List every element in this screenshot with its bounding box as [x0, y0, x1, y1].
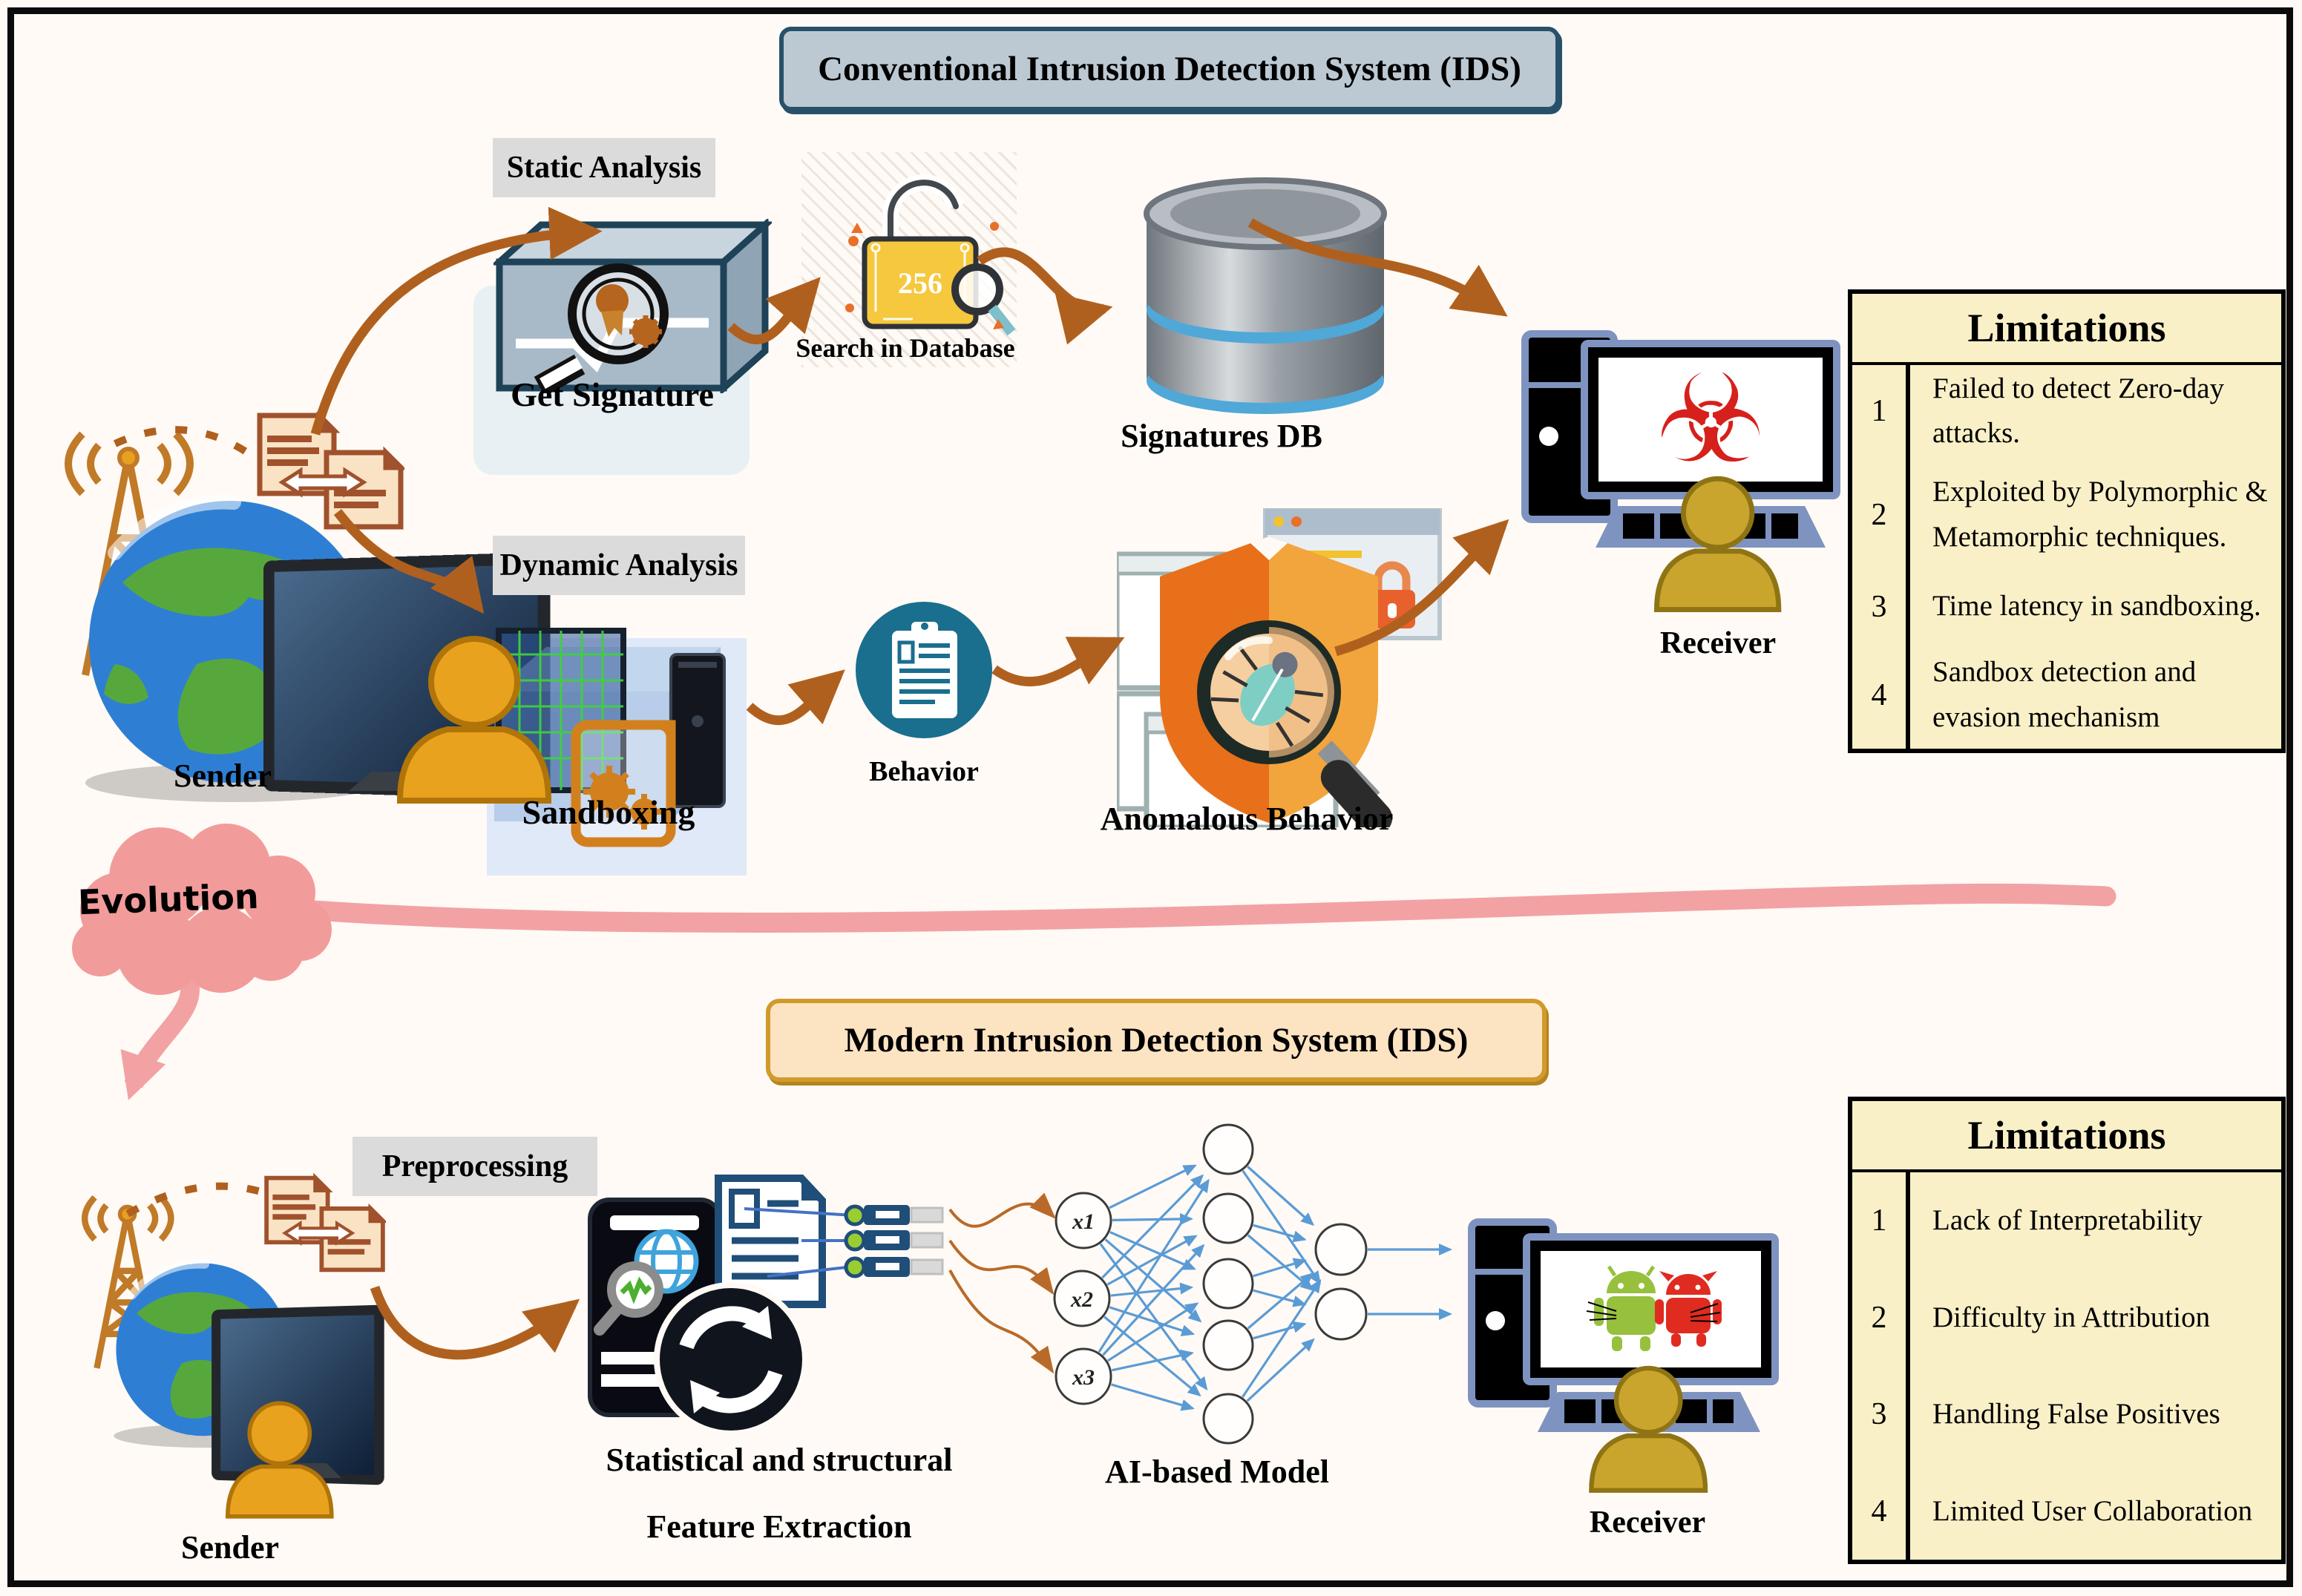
- search-in-database-label: Search in Database: [764, 332, 1046, 364]
- behavior-clipboard-icon: [856, 602, 992, 738]
- limitation-row-text: Limited User Collaboration: [1932, 1494, 2253, 1527]
- feature-extraction-text1: Statistical and structural: [606, 1442, 953, 1478]
- sender-bottom-text: Sender: [181, 1529, 279, 1566]
- limitations-conventional: Limitations 1 Failed to detect Zero-day …: [1848, 289, 2286, 753]
- dynamic-analysis-text: Dynamic Analysis: [499, 548, 738, 582]
- limitation-row-num: 1: [1852, 365, 1910, 458]
- modern-ids-title: Modern Intrusion Detection System (IDS): [766, 999, 1547, 1082]
- limitation-row-num: 3: [1852, 572, 1910, 642]
- feature-extraction-icon: [588, 1175, 944, 1436]
- limitation-row-text: Lack of Interpretability: [1932, 1204, 2203, 1237]
- ai-model-diagram: x1 x2 x3: [1053, 1123, 1452, 1445]
- feature-extraction-label-line2: Feature Extraction: [512, 1508, 1046, 1546]
- sender-top-text: Sender: [174, 758, 272, 794]
- feature-extraction-text2: Feature Extraction: [646, 1508, 912, 1545]
- sandbox-icon: [494, 628, 726, 847]
- receiver-top-text: Receiver: [1659, 626, 1777, 660]
- anomalous-behavior-shield-icon: [1117, 508, 1442, 827]
- ai-based-model-text: AI-based Model: [1105, 1454, 1329, 1490]
- signature-scan-box-icon: [493, 219, 772, 393]
- behavior-text: Behavior: [869, 756, 979, 787]
- sync-icon: [654, 1282, 808, 1436]
- limitations-top-title-text: Limitations: [1967, 306, 2166, 350]
- feature-extraction-label-line1: Statistical and structural: [512, 1441, 1046, 1479]
- get-signature-text: Get Signature: [511, 375, 714, 413]
- receiver-bottom-person-icon: [1589, 1365, 1708, 1493]
- limitation-row-num: 2: [1852, 457, 1910, 573]
- limitations-bottom-title: Limitations: [1852, 1101, 2281, 1172]
- limitation-row-text: Time latency in sandboxing.: [1932, 590, 2261, 623]
- database-icon: [1144, 177, 1387, 414]
- documents-icon-bottom: [264, 1172, 386, 1272]
- limitations-bottom-title-text: Limitations: [1967, 1113, 2166, 1157]
- limitation-row-text: Failed to detect Zero-day attacks.: [1932, 372, 2225, 450]
- receiver-top-label: Receiver: [1603, 625, 1833, 661]
- lock-256-text: 256: [898, 266, 942, 300]
- biohazard-icon: ☣: [1656, 358, 1765, 482]
- signatures-db-label: Signatures DB: [1066, 417, 1377, 455]
- modern-ids-title-text: Modern Intrusion Detection System (IDS): [844, 1021, 1469, 1060]
- limitation-row-text: Sandbox detection and evasion mechanism: [1932, 656, 2197, 733]
- server-rack-icon: [744, 1204, 944, 1278]
- sender-person-icon-bottom: [225, 1401, 334, 1519]
- evolution-label: Evolution: [77, 876, 259, 922]
- outer-border: [7, 7, 2293, 1587]
- limitation-row-num: 1: [1852, 1172, 1910, 1270]
- limitations-top-title: Limitations: [1852, 294, 2281, 365]
- nn-input-x2: x2: [1070, 1287, 1093, 1312]
- documents-icon: [257, 412, 404, 530]
- android-malware-icon: [1586, 1265, 1722, 1351]
- limitation-row-num: 4: [1852, 641, 1910, 749]
- receiver-bottom-monitor-icon: [1523, 1233, 1779, 1385]
- limitation-row-num: 4: [1852, 1462, 1910, 1560]
- get-signature-label: Get Signature: [475, 375, 750, 414]
- sender-person-icon: [396, 636, 552, 804]
- behavior-label: Behavior: [824, 755, 1024, 788]
- dynamic-analysis-label: Dynamic Analysis: [493, 536, 745, 595]
- anomalous-behavior-text: Anomalous Behavior: [1100, 801, 1394, 837]
- limitation-row-text: Difficulty in Attribution: [1932, 1301, 2211, 1333]
- anomalous-behavior-label: Anomalous Behavior: [1069, 800, 1425, 838]
- preprocessing-text: Preprocessing: [381, 1149, 568, 1183]
- limitations-modern: Limitations 1 Lack of Interpretability 2…: [1848, 1097, 2286, 1564]
- evolution-text: Evolution: [77, 876, 260, 923]
- lock-256-icon: 256: [845, 174, 1016, 336]
- receiver-bottom-text: Receiver: [1589, 1505, 1706, 1540]
- receiver-top-monitor-icon: ☣: [1581, 340, 1840, 499]
- preprocessing-label: Preprocessing: [352, 1137, 597, 1196]
- receiver-bottom-label: Receiver: [1536, 1505, 1759, 1540]
- ai-based-model-label: AI-based Model: [1032, 1453, 1403, 1491]
- sender-bottom-label: Sender: [119, 1528, 341, 1566]
- signatures-db-text: Signatures DB: [1121, 418, 1322, 454]
- nn-input-x3: x3: [1072, 1365, 1095, 1390]
- limitation-row-text: Exploited by Polymorphic & Metamorphic t…: [1932, 476, 2268, 553]
- limitation-row-num: 2: [1852, 1269, 1910, 1366]
- search-in-database-text: Search in Database: [796, 333, 1015, 363]
- sandboxing-label: Sandboxing: [475, 792, 742, 832]
- limitation-row-text: Handling False Positives: [1932, 1398, 2220, 1431]
- static-analysis-text: Static Analysis: [506, 151, 702, 185]
- conventional-ids-title: Conventional Intrusion Detection System …: [779, 27, 1560, 111]
- nn-input-x1: x1: [1072, 1209, 1095, 1234]
- sandboxing-text: Sandboxing: [522, 793, 695, 831]
- conventional-ids-title-text: Conventional Intrusion Detection System …: [818, 50, 1521, 88]
- sender-top-label: Sender: [111, 757, 334, 795]
- static-analysis-label: Static Analysis: [493, 138, 715, 197]
- limitation-row-num: 3: [1852, 1366, 1910, 1463]
- receiver-top-person-icon: [1653, 476, 1782, 612]
